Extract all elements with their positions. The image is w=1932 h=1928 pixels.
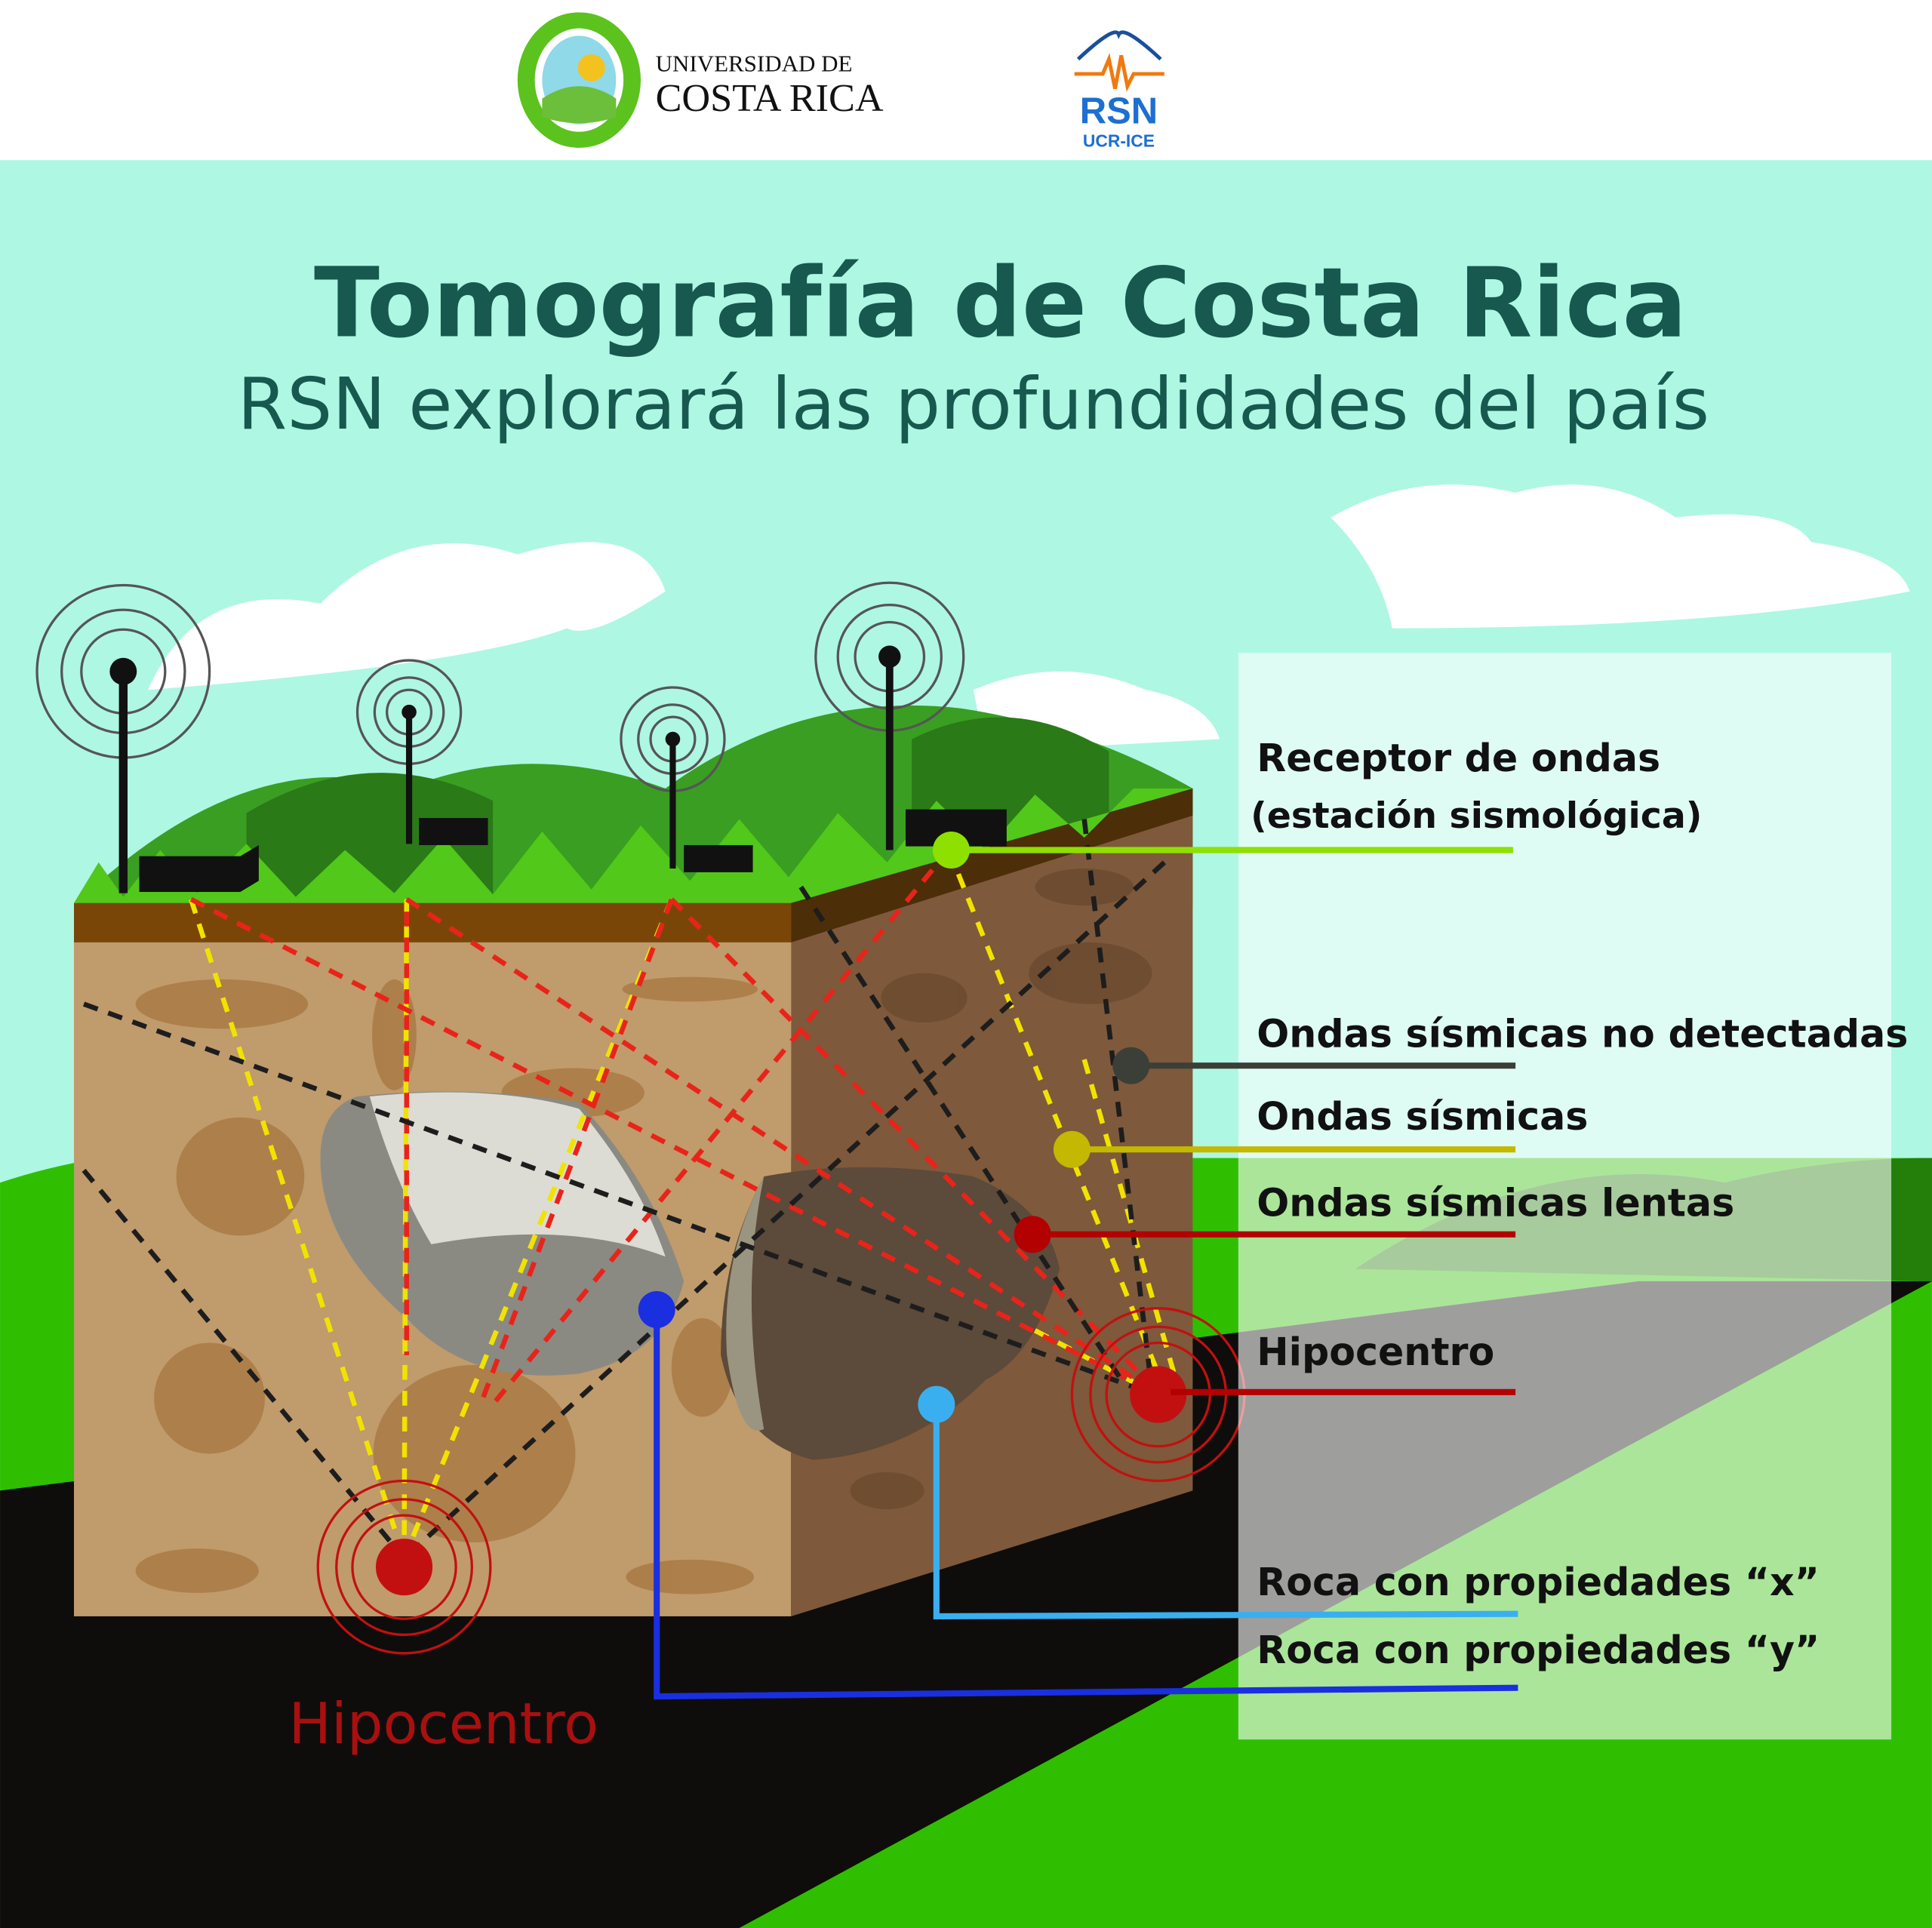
legend-roca-y: Roca con propiedades “y” — [638, 1290, 1820, 1700]
ondas-no-detectadas-lines — [82, 819, 1167, 1561]
hypocenter-front — [316, 1479, 492, 1655]
legend-roca-x: Roca con propiedades “x” — [918, 1385, 1820, 1620]
legend-hipocentro: Hipocentro — [1171, 1330, 1516, 1395]
seismic-rays — [82, 819, 1186, 1561]
legend-receptor-label: Receptor de ondas — [1257, 736, 1660, 780]
ucr-name-line1: UNIVERSIDAD DE — [656, 51, 853, 77]
legend-roca-y-label: Roca con propiedades “y” — [1257, 1628, 1820, 1672]
legend-panel — [1238, 653, 1892, 1740]
ucr-name-line2: COSTA RICA — [656, 76, 884, 120]
page-title: Tomografía de Costa Rica — [314, 248, 1687, 360]
ucr-logo: UNIVERSIDAD DE COSTA RICA — [517, 12, 884, 148]
receptor-marker-dot — [932, 831, 970, 869]
hypocenter-label: Hipocentro — [289, 1690, 599, 1757]
rsn-logo: RSN UCR-ICE — [1074, 30, 1164, 150]
rsn-sub: UCR-ICE — [1083, 131, 1155, 150]
station-box-1 — [139, 844, 259, 892]
legend-roca-x-label: Roca con propiedades “x” — [1257, 1560, 1820, 1604]
no-detectadas-marker-dot — [1112, 1047, 1150, 1084]
legend-ondas-label: Ondas sísmicas — [1257, 1094, 1588, 1139]
station-box-3 — [684, 844, 753, 872]
legend-ondas: Ondas sísmicas — [1053, 1094, 1588, 1168]
header-bar — [0, 0, 1932, 161]
ondas-marker-dot — [1053, 1130, 1091, 1168]
legend-lentas-label: Ondas sísmicas lentas — [1257, 1180, 1734, 1225]
ondas-lentas-lines — [189, 848, 1167, 1407]
legend-hipocentro-label: Hipocentro — [1257, 1330, 1494, 1374]
roca-y-marker-dot — [638, 1290, 675, 1328]
legend-no-detectadas: Ondas sísmicas no detectadas — [1112, 1012, 1908, 1084]
topsoil-front — [74, 903, 792, 942]
grass — [74, 788, 1193, 903]
legend-receptor: Receptor de ondas (estación sismológica) — [932, 736, 1702, 869]
roca-x-marker-dot — [918, 1385, 955, 1423]
page-subtitle: RSN explorará las profundidades del país — [237, 363, 1709, 446]
rock-y — [721, 1167, 1060, 1460]
legend-receptor-sublabel: (estación sismológica) — [1251, 795, 1702, 837]
lentas-marker-dot — [1014, 1216, 1051, 1253]
station-box-2 — [419, 818, 488, 845]
rsn-name: RSN — [1080, 91, 1158, 131]
legend-lentas: Ondas sísmicas lentas — [1014, 1180, 1734, 1253]
legend-no-detectadas-label: Ondas sísmicas no detectadas — [1257, 1012, 1908, 1056]
